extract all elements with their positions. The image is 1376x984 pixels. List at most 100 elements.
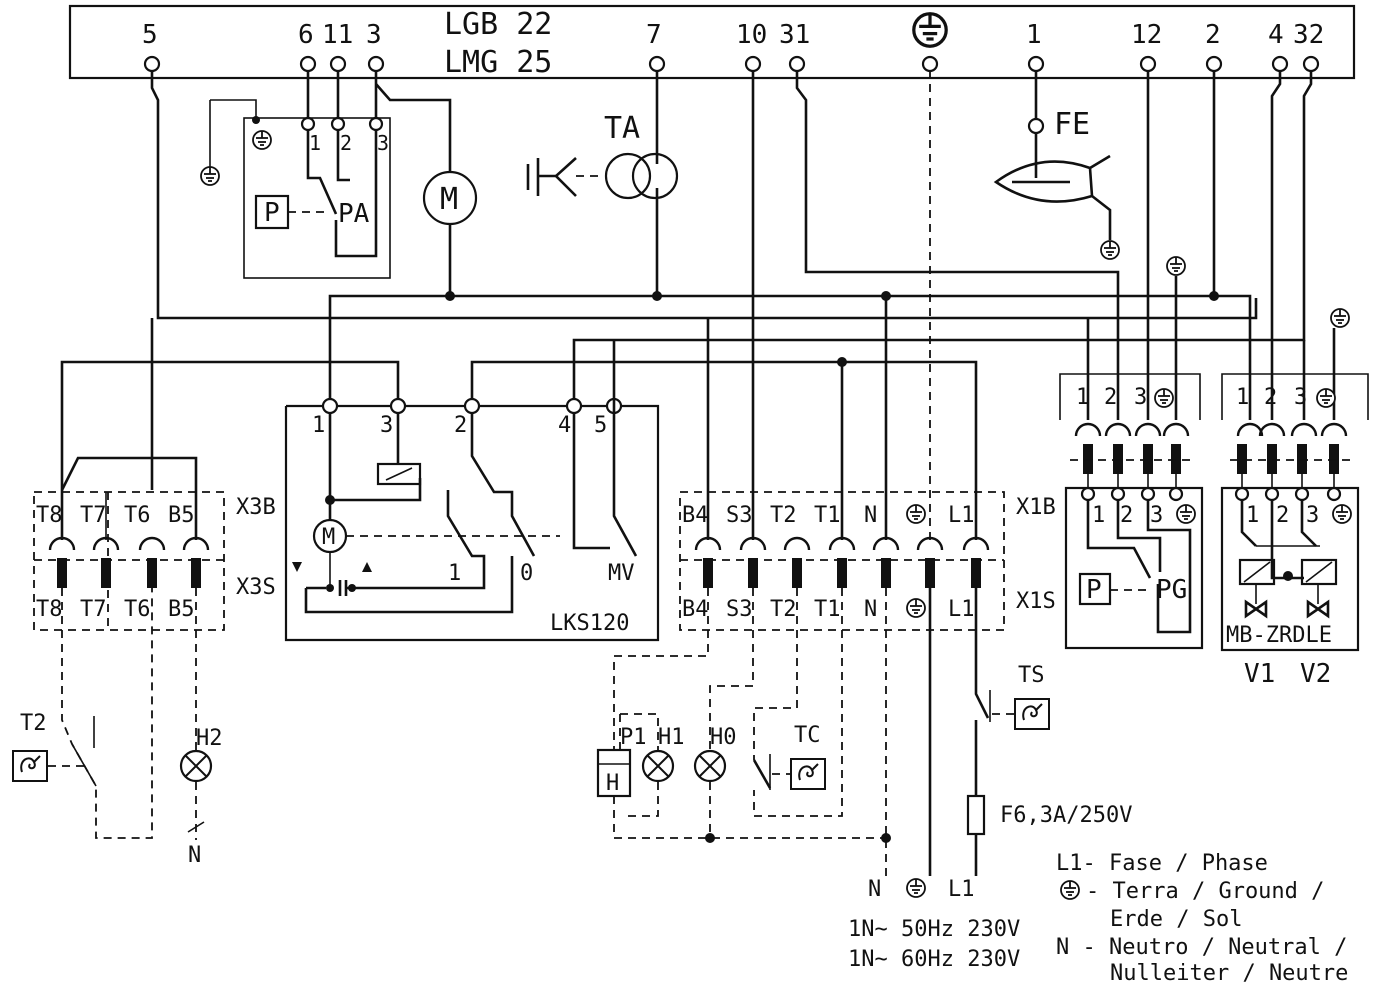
pa-ground-icon — [252, 130, 272, 150]
gas-pressure-switch: 1 2 3 1 2 3 P PG — [1059, 373, 1204, 650]
svg-text:T2: T2 — [770, 503, 797, 528]
ts-thermostat-icon — [1014, 698, 1050, 730]
supply-ground-icon — [906, 878, 926, 898]
svg-text:T6: T6 — [124, 597, 151, 622]
pg-ground-top-icon — [1166, 256, 1186, 276]
x1s-label: X1S — [1016, 589, 1056, 614]
gas-valve-block: 1 2 3 1 2 3 MB-Z — [1220, 373, 1369, 689]
fe-label: FE — [1054, 107, 1090, 142]
svg-text:N: N — [864, 503, 877, 528]
controller-model-line1: LGB 22 — [444, 7, 552, 42]
legend-neutral-line2: Nulleiter / Neutre — [1110, 961, 1348, 984]
valve-ground-top-icon — [1330, 308, 1350, 328]
ignition-transformer: TA — [526, 111, 679, 200]
svg-text:1: 1 — [1092, 503, 1105, 528]
terminal-label-6: 6 — [298, 20, 314, 50]
terminal-label-5: 5 — [142, 20, 158, 50]
svg-text:S3: S3 — [726, 503, 753, 528]
controller-box — [68, 4, 1356, 80]
terminal-label-7: 7 — [646, 20, 662, 50]
svg-text:T8: T8 — [36, 597, 63, 622]
legend-neutral-line1: N - Neutro / Neutral / — [1056, 935, 1347, 960]
valve-v1-label: V1 — [1244, 659, 1275, 689]
h1-label: H1 — [658, 725, 685, 750]
svg-text:2: 2 — [1104, 385, 1117, 410]
svg-text:2: 2 — [340, 131, 352, 155]
lks-motor-symbol: M — [322, 525, 335, 550]
connector-x3: T8 T7 T6 B5 T8 T7 T6 B5 X3B X3S — [33, 491, 276, 631]
legend-ground-line2: Erde / Sol — [1110, 907, 1242, 932]
controller-model-line2: LMG 25 — [444, 45, 552, 80]
p1-label: P1 — [620, 725, 647, 750]
svg-text:T6: T6 — [124, 503, 151, 528]
terminal-label-11: 11 — [322, 20, 353, 50]
legend: L1- Fase / Phase - Terra / Ground / Erde… — [1056, 851, 1348, 984]
controller-terminals — [143, 55, 1320, 73]
svg-text:1: 1 — [309, 131, 321, 155]
motor-symbol: M — [440, 182, 458, 217]
svg-text:3: 3 — [1306, 503, 1319, 528]
supply-line1: 1N~ 50Hz 230V — [848, 917, 1020, 942]
terminal-label-31: 31 — [779, 20, 810, 50]
svg-text:T2: T2 — [770, 597, 797, 622]
svg-text:2: 2 — [1120, 503, 1133, 528]
pg-label: PG — [1156, 575, 1187, 605]
flame-electrode: FE — [993, 107, 1120, 260]
svg-text:2: 2 — [1276, 503, 1289, 528]
svg-text:S3: S3 — [726, 597, 753, 622]
legend-ground-line1: - Terra / Ground / — [1086, 879, 1324, 904]
terminal-label-32: 32 — [1293, 20, 1324, 50]
svg-text:T1: T1 — [814, 503, 841, 528]
hour-counter-symbol: H — [606, 771, 619, 796]
main-wires — [60, 70, 1336, 540]
svg-text:0: 0 — [520, 561, 533, 586]
svg-text:B4: B4 — [682, 597, 709, 622]
h2-neutral-label: N — [188, 843, 201, 868]
supply-l1-label: L1 — [948, 877, 975, 902]
t2-label: T2 — [20, 711, 47, 736]
controller-terminal-labels: 5 6 11 3 7 10 31 1 12 2 4 32 — [142, 20, 1324, 50]
svg-text:4: 4 — [558, 413, 571, 438]
svg-text:3: 3 — [380, 413, 393, 438]
tc-label: TC — [794, 723, 821, 748]
h1-lamp-icon — [641, 749, 675, 783]
svg-text:T8: T8 — [36, 503, 63, 528]
svg-text:N: N — [864, 597, 877, 622]
tc-thermostat-icon — [790, 758, 826, 790]
transformer-label: TA — [604, 111, 640, 146]
terminal-label-12: 12 — [1131, 20, 1162, 50]
supply-n-label: N — [868, 877, 881, 902]
valve-v2-label: V2 — [1300, 659, 1331, 689]
svg-text:3: 3 — [1150, 503, 1163, 528]
pa-pressure-symbol: P — [264, 198, 280, 228]
svg-text:1: 1 — [1246, 503, 1259, 528]
svg-text:MV: MV — [608, 561, 635, 586]
svg-text:3: 3 — [1294, 385, 1307, 410]
svg-text:B5: B5 — [168, 503, 195, 528]
svg-text:L1: L1 — [948, 503, 975, 528]
fuse-label: F6,3A/250V — [1000, 803, 1132, 828]
svg-text:B5: B5 — [168, 597, 195, 622]
pg-pressure-symbol: P — [1086, 575, 1102, 605]
svg-text:1: 1 — [1236, 385, 1249, 410]
t2-thermostat-icon — [12, 750, 48, 782]
svg-text:2: 2 — [1264, 385, 1277, 410]
terminal-label-10: 10 — [736, 20, 767, 50]
svg-text:L1: L1 — [948, 597, 975, 622]
terminal-label-3: 3 — [366, 20, 382, 50]
fe-ground-icon — [1100, 240, 1120, 260]
svg-text:T7: T7 — [80, 503, 107, 528]
x1-external-circuits: TS F6,3A/250V H P1 H1 H0 TC N L1 1N~ 50H… — [596, 588, 1132, 972]
terminal-label-2: 2 — [1205, 20, 1221, 50]
svg-text:1: 1 — [448, 561, 461, 586]
controller-ground-icon — [912, 12, 948, 48]
x3s-label: X3S — [236, 575, 276, 600]
legend-phase: L1- Fase / Phase — [1056, 851, 1268, 876]
svg-text:B4: B4 — [682, 503, 709, 528]
lks120-actuator: 1 3 2 4 5 M 1 0 MV LKS120 — [284, 340, 660, 642]
svg-text:T1: T1 — [814, 597, 841, 622]
svg-text:5: 5 — [594, 413, 607, 438]
svg-text:2: 2 — [454, 413, 467, 438]
h0-lamp-icon — [693, 749, 727, 783]
